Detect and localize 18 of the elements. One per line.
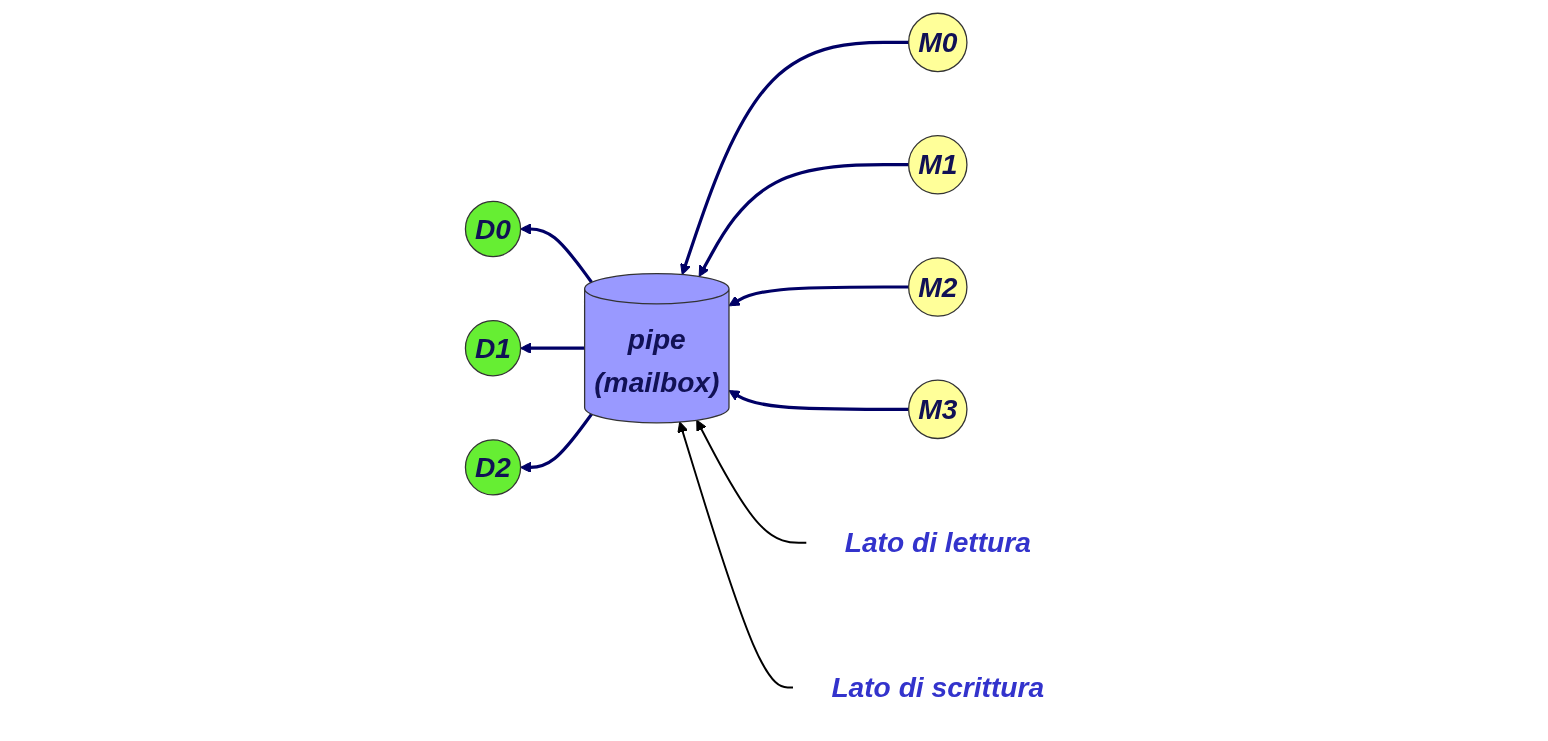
- arrow: [696, 419, 808, 544]
- node-circle: M0: [908, 12, 968, 73]
- arrow: [520, 342, 585, 354]
- node-circle: D2: [464, 439, 522, 496]
- arrow: [677, 421, 794, 689]
- node-text: Lato di scrittura: [831, 671, 1045, 704]
- node-circle: D0: [464, 200, 522, 258]
- arrow: [680, 40, 909, 276]
- arrow: [728, 390, 909, 411]
- arrow: [520, 223, 593, 284]
- node-circle: D1: [464, 319, 522, 377]
- node-circle: M3: [908, 379, 968, 440]
- node-text: Lato di lettura: [844, 526, 1031, 559]
- arrow: [698, 163, 909, 277]
- node-circle: M2: [908, 257, 968, 317]
- node-circle: M1: [908, 134, 968, 195]
- arrow: [520, 413, 593, 473]
- arrow: [728, 285, 909, 307]
